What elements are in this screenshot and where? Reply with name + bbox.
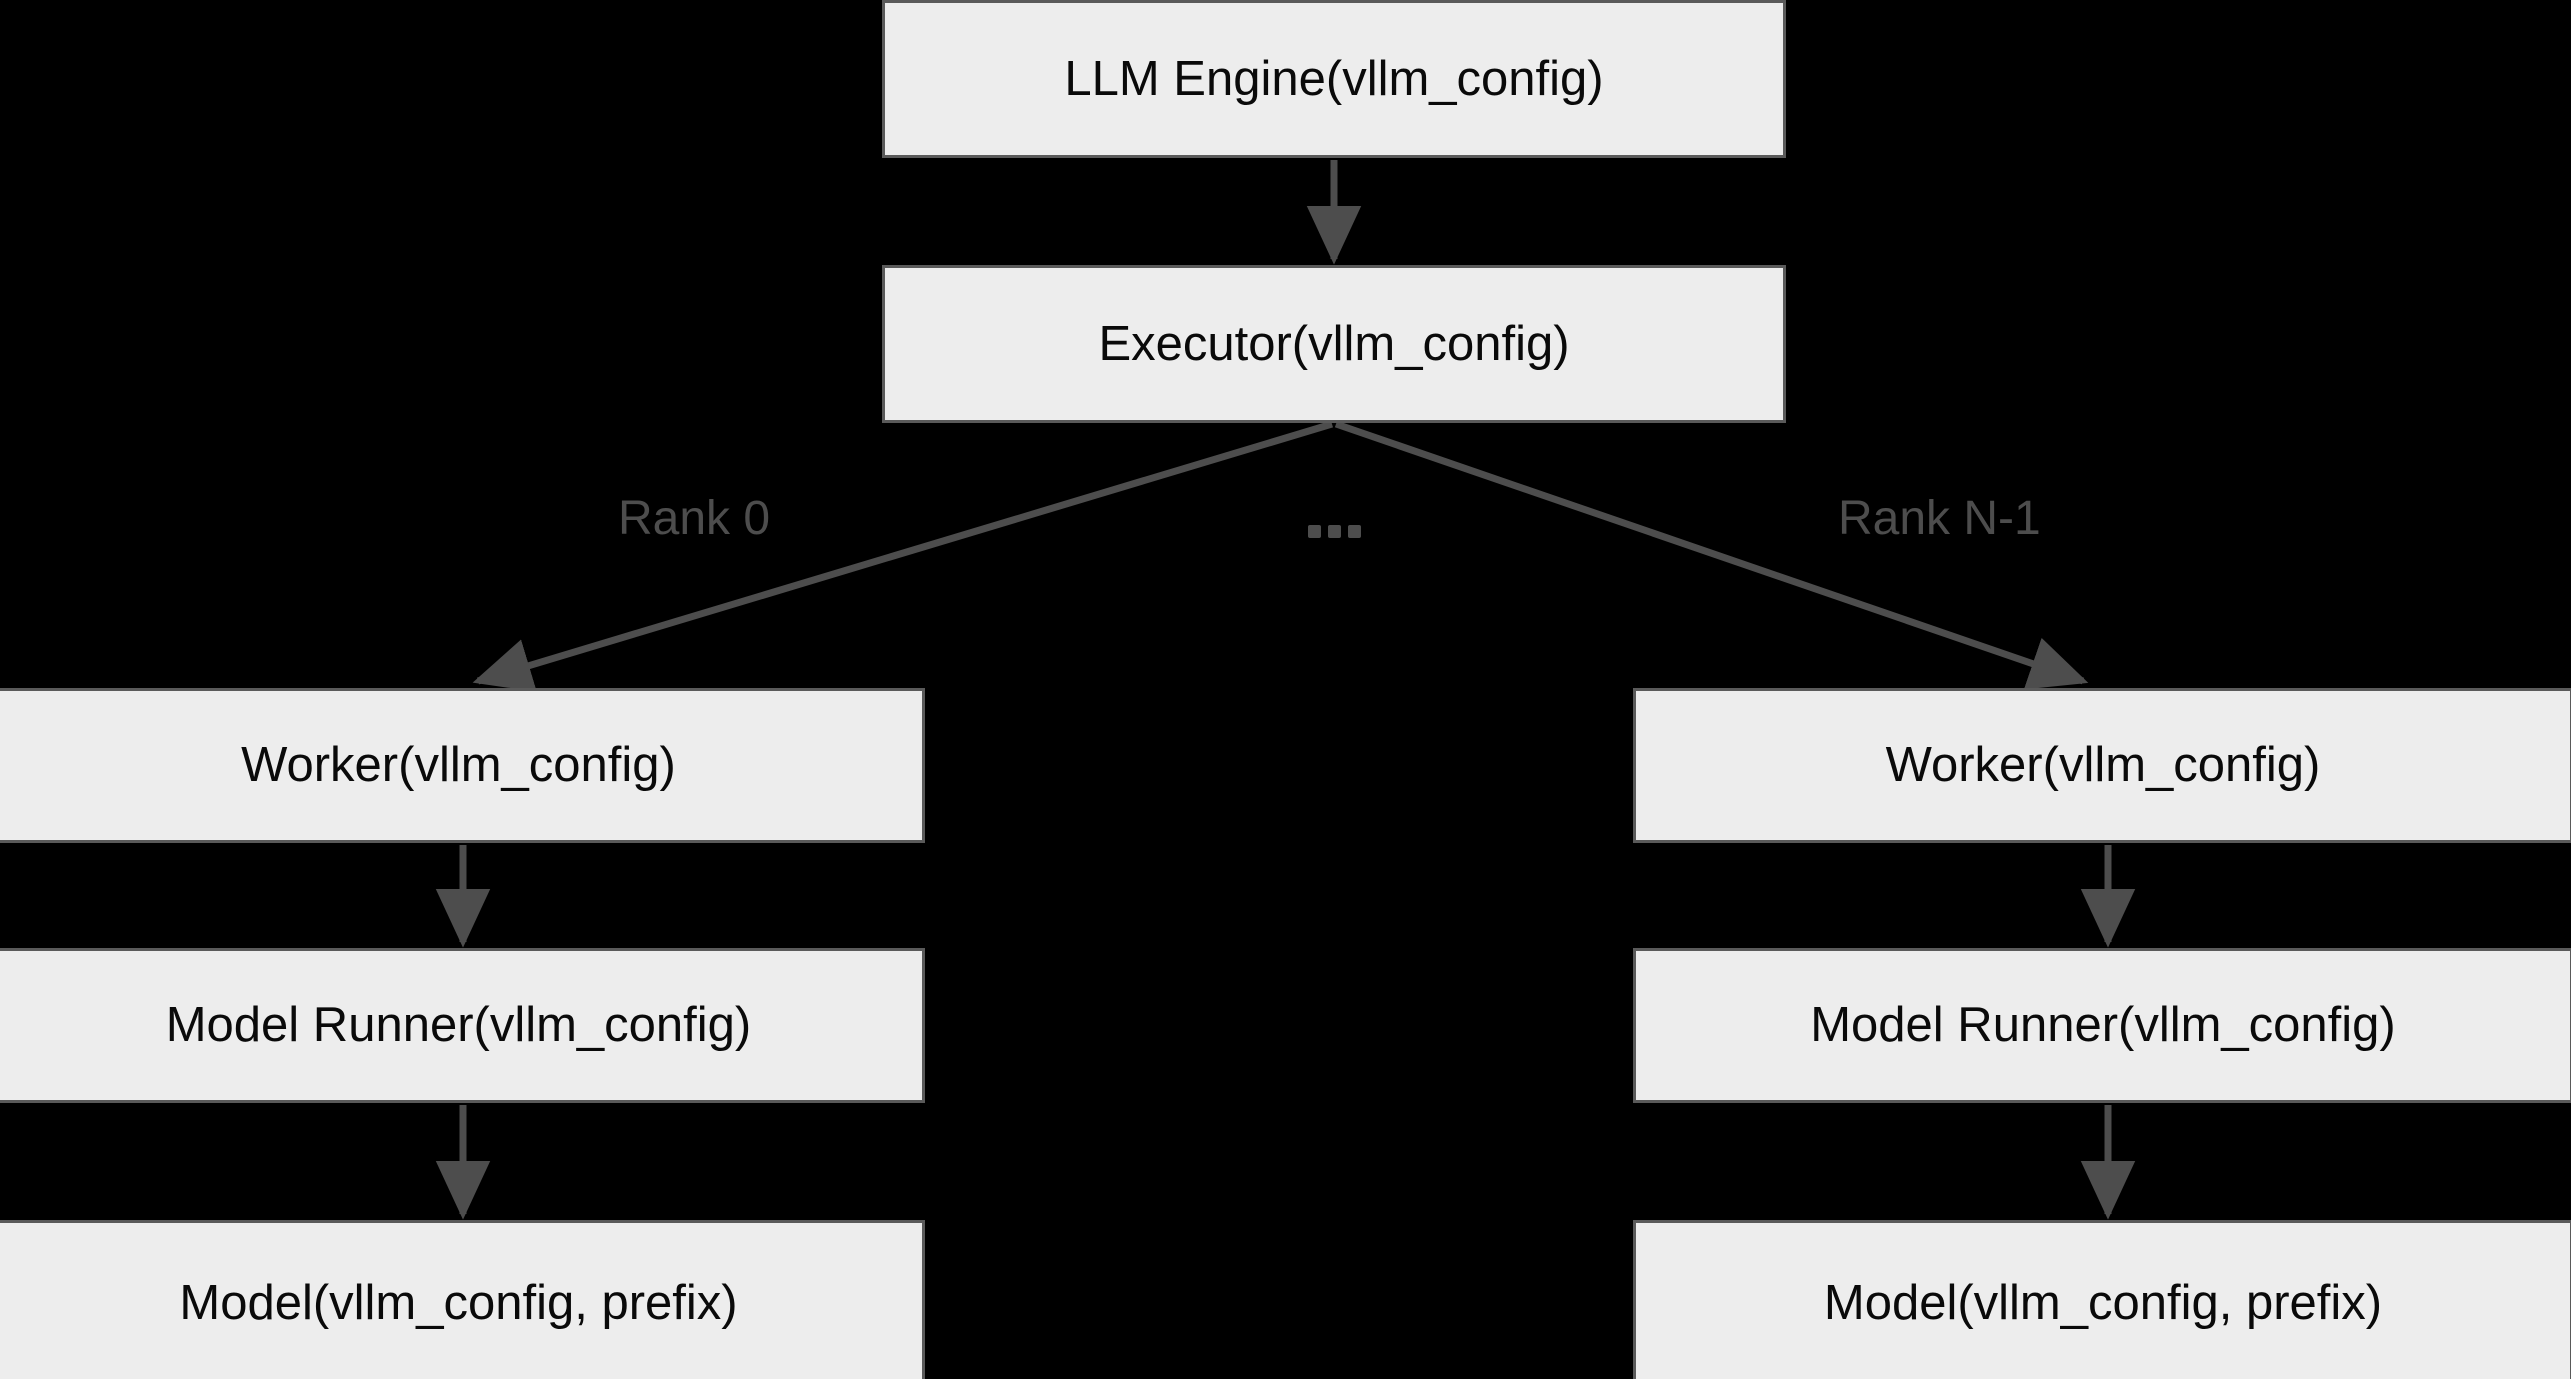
- node-llm-engine-label: LLM Engine(vllm_config): [1064, 51, 1604, 106]
- node-model-rank-0[interactable]: Model(vllm_config, prefix): [0, 1220, 925, 1379]
- node-worker-rank-n-label: Worker(vllm_config): [1885, 738, 2321, 792]
- node-worker-rank-n[interactable]: Worker(vllm_config): [1633, 688, 2571, 843]
- node-model-runner-rank-0-label: Model Runner(vllm_config): [165, 998, 752, 1052]
- node-worker-rank-0[interactable]: Worker(vllm_config): [0, 688, 925, 843]
- ellipsis-dot: [1328, 525, 1341, 538]
- node-model-runner-rank-0[interactable]: Model Runner(vllm_config): [0, 948, 925, 1103]
- node-model-rank-n-label: Model(vllm_config, prefix): [1823, 1276, 2383, 1330]
- ellipsis-dot: [1308, 525, 1321, 538]
- node-llm-engine[interactable]: LLM Engine(vllm_config): [882, 0, 1786, 158]
- node-model-rank-n[interactable]: Model(vllm_config, prefix): [1633, 1220, 2571, 1379]
- node-model-rank-0-label: Model(vllm_config, prefix): [179, 1276, 738, 1330]
- node-executor-label: Executor(vllm_config): [1098, 316, 1570, 371]
- edge-executor-to-worker-0: [472, 420, 1334, 692]
- ellipsis-icon: [1308, 525, 1361, 538]
- edge-label-rank-0: Rank 0: [618, 492, 771, 545]
- edge-executor-to-worker-n: [1334, 420, 2089, 690]
- edge-label-rank-n: Rank N-1: [1838, 492, 2041, 545]
- node-model-runner-rank-n[interactable]: Model Runner(vllm_config): [1633, 948, 2571, 1103]
- node-worker-rank-0-label: Worker(vllm_config): [241, 738, 676, 792]
- node-model-runner-rank-n-label: Model Runner(vllm_config): [1810, 998, 2396, 1052]
- node-executor[interactable]: Executor(vllm_config): [882, 265, 1786, 423]
- ellipsis-dot: [1348, 525, 1361, 538]
